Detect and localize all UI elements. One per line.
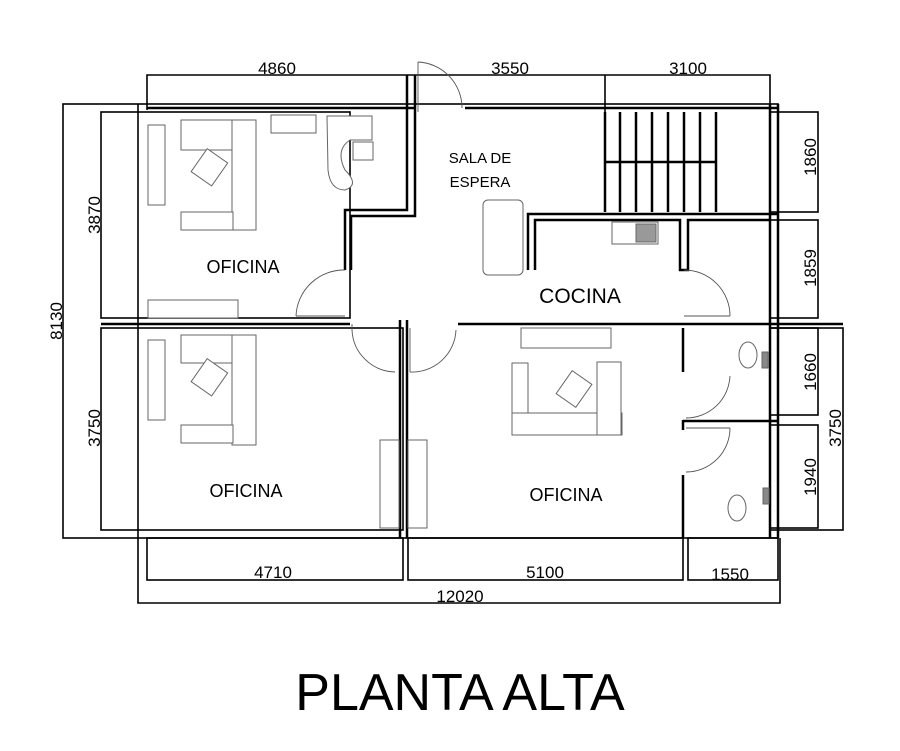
dimension-label: 1860 [801,138,820,176]
walls [101,75,843,538]
dimension-label: 3550 [491,59,529,78]
dimension-label: 4860 [258,59,296,78]
doors [295,61,731,473]
dimension-labels: 4860 3550 3100 3870 8130 3750 1860 1859 … [47,59,845,606]
room-label-office: OFICINA [206,257,279,277]
furniture [147,114,770,529]
dimension-label: 5100 [526,563,564,582]
dimension-label: 1550 [711,565,749,584]
dimension-label: 12020 [436,587,483,606]
room-label-waiting-line2: ESPERA [450,174,511,191]
dimension-label: 3100 [669,59,707,78]
dimension-label: 1859 [801,249,820,287]
room-label-office: OFICINA [209,481,282,501]
plan-title: PLANTA ALTA [295,664,625,722]
dimension-label: 8130 [47,302,66,340]
dimension-label: 3750 [85,409,104,447]
room-label-kitchen: COCINA [539,285,621,308]
room-label-office: OFICINA [529,485,602,505]
dimension-label: 3750 [826,409,845,447]
dimension-label: 1660 [801,353,820,391]
staircase [603,112,718,212]
dimension-label: 4710 [254,563,292,582]
dimension-label: 3870 [85,196,104,234]
dimension-label: 1940 [801,458,820,496]
room-label-waiting-line1: SALA DE [449,150,512,167]
